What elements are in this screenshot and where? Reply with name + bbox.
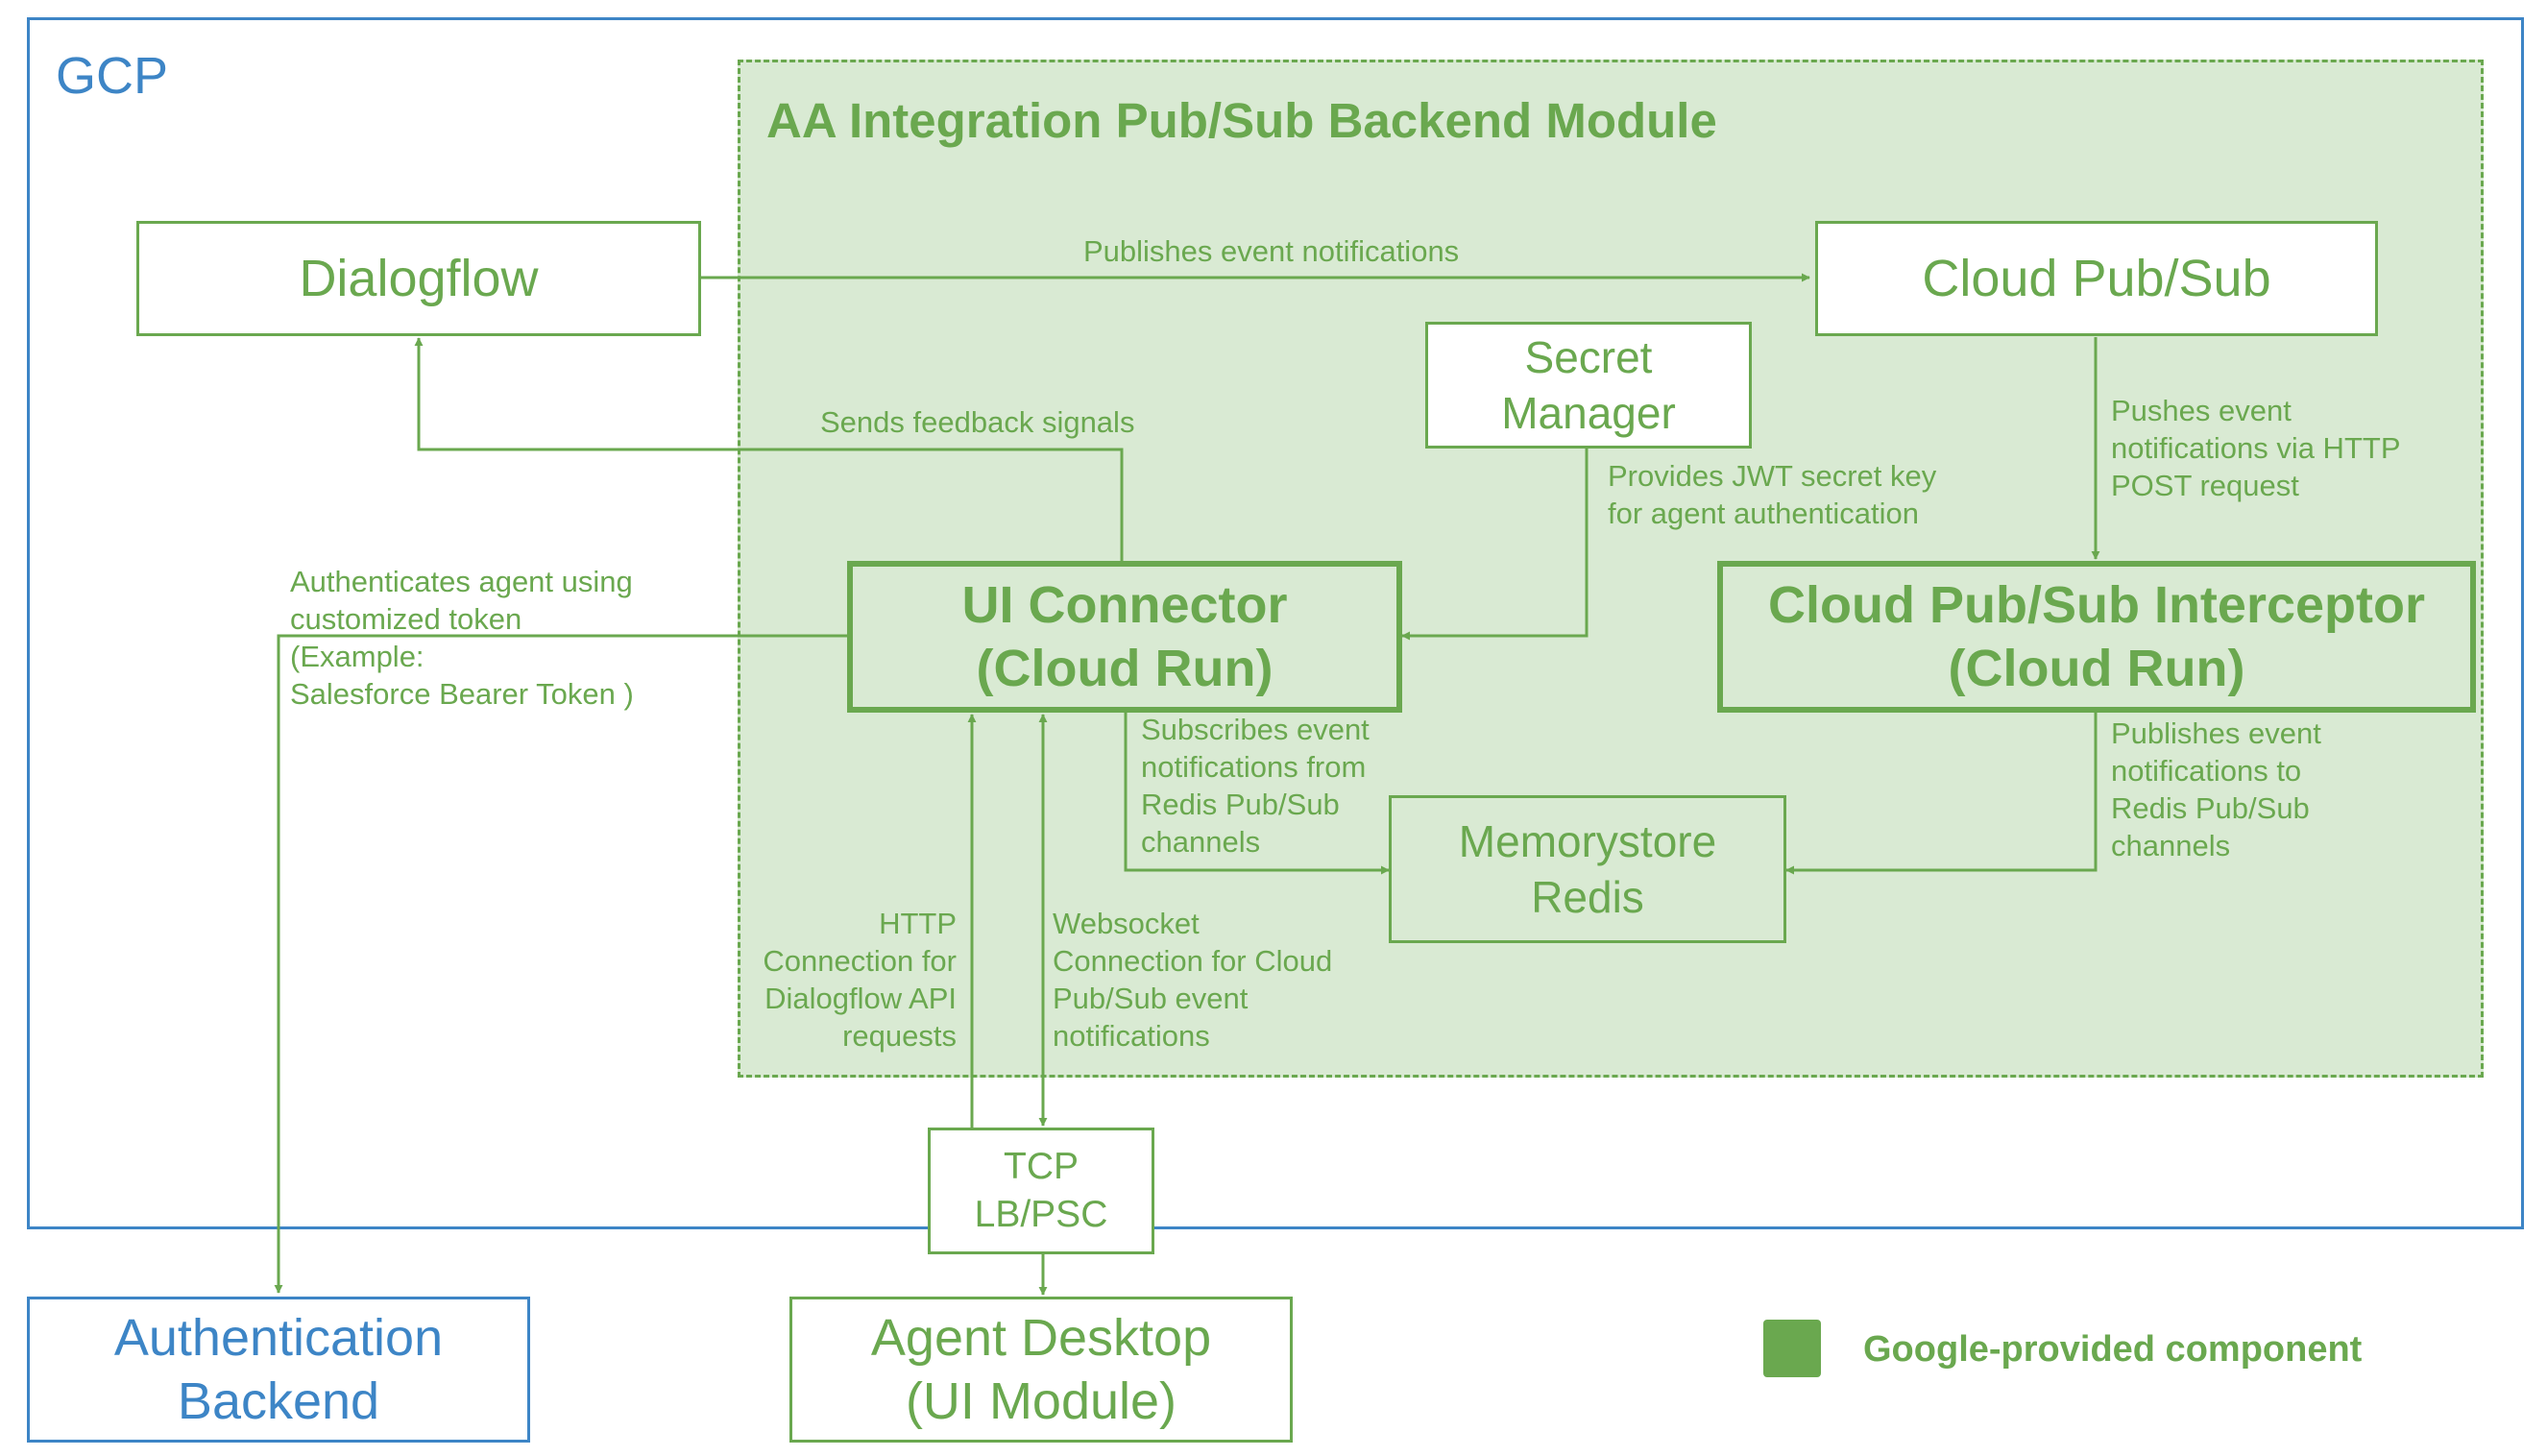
label-publishes-redis: Publishes event notifications to Redis P… <box>2111 716 2321 862</box>
legend-swatch <box>1763 1320 1821 1377</box>
tcp-lb-line2: LB/PSC <box>974 1194 1108 1235</box>
edge-subscribes <box>1124 711 1390 875</box>
label-authenticates: Authenticates agent using customized tok… <box>290 565 634 711</box>
legend-label: Google-provided component <box>1863 1329 2363 1370</box>
secret-manager-line1: Secret <box>1524 332 1653 382</box>
edge-provides-jwt <box>1401 448 1589 641</box>
tcp-lb-node: TCP LB/PSC <box>928 1128 1154 1254</box>
gcp-boundary <box>27 17 2524 1229</box>
edge-authenticates <box>274 634 847 1294</box>
interceptor-node: Cloud Pub/Sub Interceptor (Cloud Run) <box>1717 561 2476 713</box>
label-subscribes: Subscribes event notifications from Redi… <box>1141 713 1370 859</box>
dialogflow-node: Dialogflow <box>136 221 701 336</box>
auth-backend-node: Authentication Backend <box>27 1297 530 1443</box>
memorystore-line2: Redis <box>1531 872 1644 922</box>
memorystore-line1: Memorystore <box>1458 816 1717 866</box>
label-provides-jwt: Provides JWT secret key for agent authen… <box>1608 459 1937 530</box>
ui-connector-line2: (Cloud Run) <box>976 640 1274 697</box>
agent-desktop-node: Agent Desktop (UI Module) <box>789 1297 1293 1443</box>
interceptor-line1: Cloud Pub/Sub Interceptor <box>1768 576 2425 634</box>
ui-connector-node: UI Connector (Cloud Run) <box>847 561 1402 713</box>
label-sends-feedback: Sends feedback signals <box>820 405 1135 439</box>
label-pushes-event: Pushes event notifications via HTTP POST… <box>2111 394 2401 502</box>
label-websocket-connection: Websocket Connection for Cloud Pub/Sub e… <box>1053 907 1333 1053</box>
secret-manager-line2: Manager <box>1501 388 1676 438</box>
label-publishes-event: Publishes event notifications <box>1083 234 1460 268</box>
edge-sends-feedback <box>414 337 1124 561</box>
interceptor-line2: (Cloud Run) <box>1948 640 2245 697</box>
auth-backend-line2: Backend <box>177 1372 380 1430</box>
auth-backend-line1: Authentication <box>113 1309 444 1367</box>
edge-publishes-redis <box>1785 711 2098 875</box>
secret-manager-node: Secret Manager <box>1425 322 1752 449</box>
dialogflow-label: Dialogflow <box>299 250 539 307</box>
tcp-lb-line1: TCP <box>1004 1146 1079 1187</box>
gcp-label: GCP <box>56 47 169 105</box>
agent-desktop-line2: (UI Module) <box>905 1372 1177 1430</box>
cloud-pubsub-label: Cloud Pub/Sub <box>1922 250 2271 307</box>
agent-desktop-line1: Agent Desktop <box>870 1309 1212 1367</box>
label-http-connection: HTTP Connection for Dialogflow API reque… <box>763 907 957 1053</box>
ui-connector-line1: UI Connector <box>961 576 1288 634</box>
cloud-pubsub-node: Cloud Pub/Sub <box>1815 221 2378 336</box>
memorystore-node: Memorystore Redis <box>1389 795 1786 943</box>
backend-module-title: AA Integration Pub/Sub Backend Module <box>766 93 1717 148</box>
